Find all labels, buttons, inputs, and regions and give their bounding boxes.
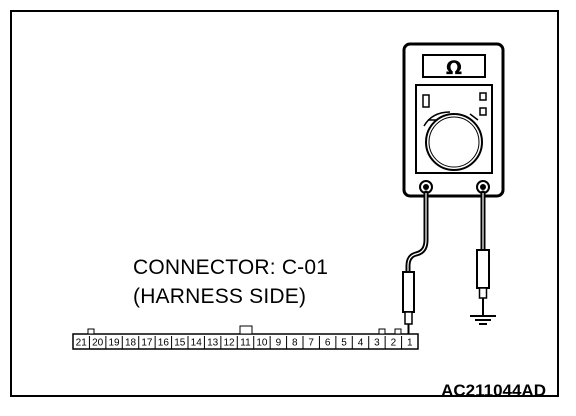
connector-pin-21: 21 bbox=[76, 338, 88, 349]
connector-pin-17: 17 bbox=[141, 338, 153, 349]
connector-pin-4: 4 bbox=[358, 338, 364, 349]
connector-name-label: CONNECTOR: C-01 bbox=[133, 256, 329, 279]
harness-side-label: (HARNESS SIDE) bbox=[133, 285, 307, 308]
document-code: AC211044AD bbox=[441, 381, 546, 400]
connector-pin-20: 20 bbox=[92, 338, 104, 349]
connector-pin-10: 10 bbox=[256, 338, 268, 349]
connector-pin-1: 1 bbox=[407, 338, 413, 349]
connector-pin-18: 18 bbox=[125, 338, 137, 349]
connector-pin-12: 12 bbox=[224, 338, 236, 349]
connector-pin-16: 16 bbox=[158, 338, 170, 349]
connector-pin-6: 6 bbox=[325, 338, 331, 349]
connector-pin-15: 15 bbox=[174, 338, 186, 349]
connector-pin-2: 2 bbox=[391, 338, 397, 349]
connector-pin-3: 3 bbox=[374, 338, 380, 349]
connector-pin-7: 7 bbox=[308, 338, 314, 349]
connector-pin-5: 5 bbox=[341, 338, 347, 349]
connector-pin-8: 8 bbox=[292, 338, 298, 349]
connector-pin-13: 13 bbox=[207, 338, 219, 349]
connector-pin-9: 9 bbox=[276, 338, 282, 349]
test-lead-positive bbox=[402, 190, 429, 336]
connector-pin-14: 14 bbox=[191, 338, 203, 349]
diagram-frame bbox=[10, 10, 559, 397]
multimeter-icon: Ω bbox=[402, 42, 505, 198]
connector-pin-11: 11 bbox=[240, 338, 251, 349]
test-lead-negative bbox=[476, 190, 490, 316]
ohm-symbol: Ω bbox=[446, 57, 462, 79]
ground-symbol-icon bbox=[470, 315, 496, 325]
connector-pin-19: 19 bbox=[109, 338, 121, 349]
